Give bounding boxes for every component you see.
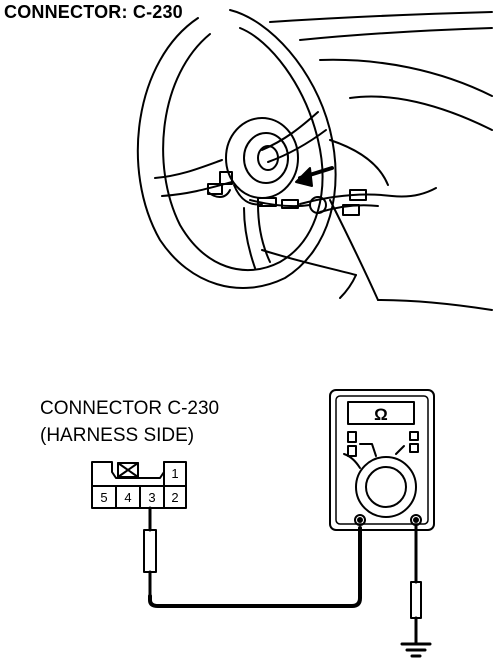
ohm-icon: Ω (374, 405, 388, 424)
connector-label-name: CONNECTOR C-230 (40, 398, 220, 419)
steering-wheel-illustration (136, 9, 493, 311)
test-probe (143, 506, 157, 598)
test-lead-wire (148, 526, 362, 608)
ohmmeter (329, 389, 435, 531)
pin-label-4: 4 (124, 490, 131, 505)
pin-label-3: 3 (148, 490, 155, 505)
ground-lead (410, 523, 422, 646)
connector-pin-labels: 1 5 4 3 2 (100, 466, 178, 505)
connector-label-side: (HARNESS SIDE) (40, 425, 195, 446)
diagram-title: CONNECTOR: C-230 (4, 2, 183, 22)
pin-label-2: 2 (171, 490, 178, 505)
ground-symbol (400, 642, 432, 658)
pin-label-1: 1 (171, 466, 178, 481)
connector-c230 (91, 461, 187, 509)
pin-label-5: 5 (100, 490, 107, 505)
